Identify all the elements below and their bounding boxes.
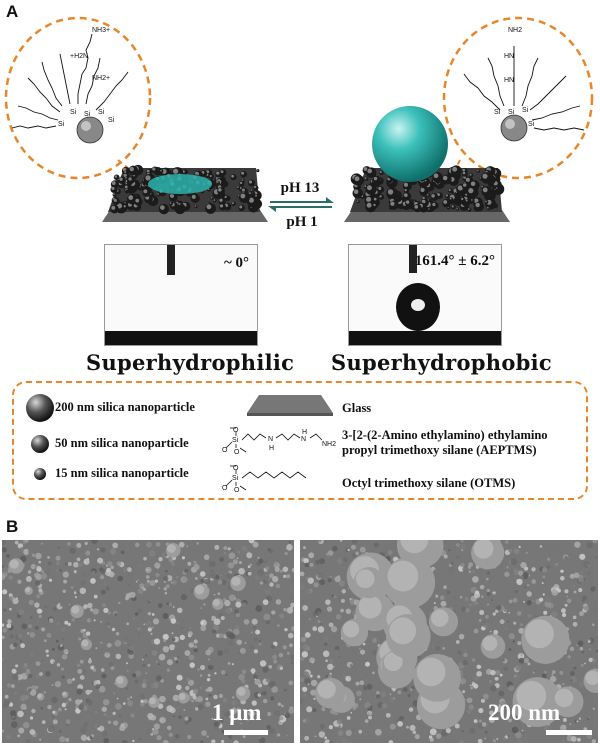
contact-angle-value: 161.4° ± 6.2°	[414, 253, 495, 269]
legend-box	[12, 381, 588, 500]
chem-label: O	[234, 487, 240, 494]
sem-image-low-mag: 1 μm	[2, 540, 294, 743]
chem-label: Si	[232, 475, 239, 482]
glass-icon	[247, 395, 333, 416]
chem-label: Si	[58, 121, 65, 128]
legend-15nm: 15 nm silica nanoparticle	[55, 466, 189, 480]
substrate-shadow	[105, 331, 257, 345]
chem-label: O	[233, 465, 239, 472]
water-droplet	[372, 106, 448, 182]
contact-angle-left: ~ 0°	[104, 244, 258, 346]
chem-label: HN	[504, 77, 514, 84]
chem-label: Si	[494, 109, 501, 116]
dashed-zoom-circle	[4, 16, 152, 180]
chem-label: Si	[508, 109, 515, 116]
chem-label: NH2+	[92, 75, 110, 82]
needle	[409, 245, 417, 273]
legend-200nm: 200 nm silica nanoparticle	[55, 400, 195, 414]
chem-label: N	[268, 436, 273, 443]
chem-label: H	[269, 445, 274, 452]
legend-spheres	[26, 394, 54, 480]
superhydrophilic-label: Superhydrophilic	[86, 350, 295, 375]
otms-structure-icon: Si O O O	[222, 465, 307, 494]
chem-label: O	[222, 447, 228, 454]
scale-bar-label: 200 nm	[488, 700, 561, 725]
reversible-arrows	[268, 197, 334, 212]
chem-label: N	[301, 436, 306, 443]
legend-aeptms-2: propyl trimethoxy silane (AEPTMS)	[342, 443, 537, 457]
sphere-15nm-icon	[34, 468, 46, 480]
chem-label: NH2	[508, 27, 522, 34]
left-molecule-zoom: NH3+ +H2N NH2+ Si Si Si Si Si	[4, 16, 158, 190]
chem-label: Si	[522, 107, 529, 114]
legend-50nm: 50 nm silica nanoparticle	[55, 436, 189, 450]
legend-aeptms-1: 3-[2-(2-Amino ethylamino) ethylamino	[342, 428, 548, 442]
chem-label: O	[222, 485, 228, 492]
chem-label: Si	[108, 117, 115, 124]
right-substrate	[344, 106, 510, 222]
superhydrophobic-label: Superhydrophobic	[331, 350, 552, 375]
chem-label: O	[234, 449, 240, 456]
aeptms-structure-icon: Si O O O N H H N NH2	[222, 427, 336, 456]
sem-image-high-mag: 200 nm	[300, 540, 598, 743]
alkyl-chains	[11, 33, 129, 129]
contact-angle-right: 161.4° ± 6.2°	[348, 244, 502, 346]
ph-1-label: pH 1	[286, 214, 318, 230]
panel-b-label: B	[6, 517, 19, 536]
chem-label: Si	[232, 437, 239, 444]
scale-bar-label: 1 μm	[212, 700, 262, 725]
legend-glass: Glass	[342, 401, 372, 415]
sphere-50nm-icon	[31, 435, 49, 453]
scale-bar	[224, 730, 268, 735]
panel-a-label: A	[6, 2, 19, 21]
ph-13-label: pH 13	[280, 180, 320, 196]
needle	[167, 245, 175, 275]
chem-label: H	[302, 429, 307, 436]
chem-label: NH3+	[92, 27, 110, 34]
chem-label: NH2	[322, 441, 336, 448]
left-substrate	[102, 164, 268, 222]
legend-otms: Octyl trimethoxy silane (OTMS)	[342, 476, 516, 490]
chem-label: O	[233, 427, 239, 434]
water-film	[148, 174, 212, 194]
chem-label: Si	[98, 109, 105, 116]
sphere-200nm-icon	[26, 394, 54, 422]
chem-label: Si	[528, 121, 535, 128]
chem-label: HN	[504, 53, 514, 60]
chem-label: Si	[84, 111, 91, 118]
contact-angle-value: ~ 0°	[223, 255, 249, 271]
chem-label: +H2N	[70, 53, 88, 60]
right-molecule-zoom: NH2 HN HN Si Si Si Si	[442, 16, 594, 190]
scale-bar	[546, 730, 592, 735]
chem-label: Si	[70, 109, 77, 116]
